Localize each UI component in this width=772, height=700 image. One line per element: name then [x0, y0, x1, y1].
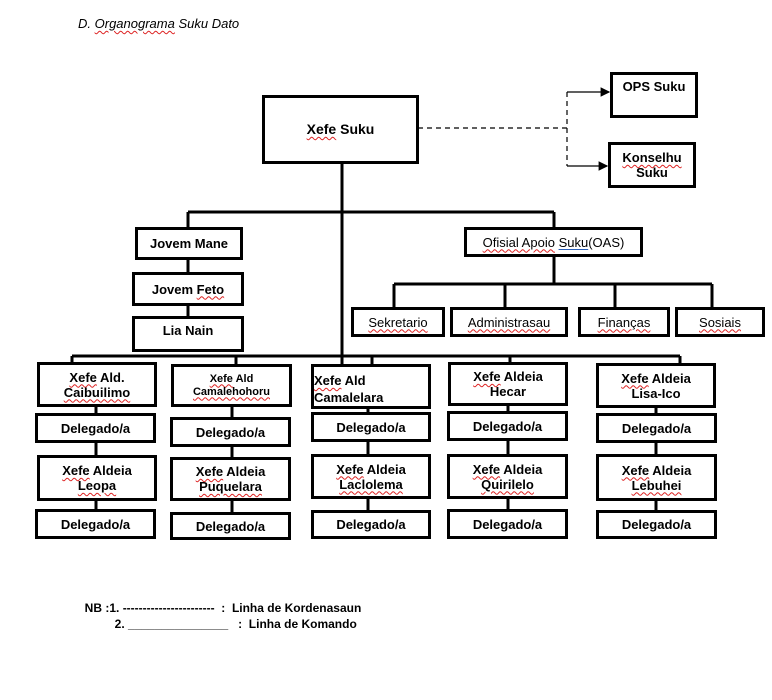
delegate-box: Delegado/a — [596, 413, 717, 443]
ops-suku-box: OPS Suku — [610, 72, 698, 118]
aldeia-head-box: Xefe Ald. Caibuilimo — [37, 362, 157, 407]
jovem-mane-box: Jovem Mane — [135, 227, 243, 260]
jovem-mane-label: Jovem Mane — [149, 236, 229, 251]
aldeia-sub-name: Quirilelo — [481, 476, 534, 492]
aldeia-sub-name: Lebuhei — [631, 477, 682, 493]
delegate-label: Delegado/a — [60, 420, 131, 436]
aldeia-sub-box: Xefe Aldeia Leopa — [37, 455, 157, 501]
konselhu-suku-box: Konselhu Suku — [608, 142, 696, 188]
legend-label: : Linha de Komando — [228, 617, 357, 631]
oas-unit-label: Finanças — [597, 314, 651, 330]
aldeia-head-name: Lisa-Ico — [631, 385, 681, 401]
aldeia-sub-box: Xefe Aldeia Lebuhei — [596, 454, 717, 501]
oas-box: Ofisial Apoio Suku(OAS) — [464, 227, 643, 257]
aldeia-sub-box: Xefe Aldeia Laclolema — [311, 454, 431, 499]
delegate-label: Delegado/a — [472, 418, 543, 434]
delegate-box: Delegado/a — [311, 412, 431, 442]
aldeia-head-name: Hecar — [489, 384, 527, 399]
delegate-label: Delegado/a — [336, 419, 406, 435]
delegate-label: Delegado/a — [621, 420, 692, 436]
aldeia-head-box: Xefe Aldeia Lisa-Ico — [596, 363, 716, 408]
legend-number: NB :1. — [84, 601, 123, 615]
delegate-box: Delegado/a — [596, 510, 717, 539]
oas-unit-label: Sosiais — [699, 314, 741, 330]
delegate-box: Delegado/a — [447, 411, 568, 441]
delegate-label: Delegado/a — [621, 517, 692, 532]
coordination-lines — [418, 87, 611, 171]
oas-unit-financas: Finanças — [578, 307, 670, 337]
xefe-suku-box: Xefe Suku — [262, 95, 419, 164]
delegate-box: Delegado/a — [35, 413, 156, 443]
legend-label: : Linha de Kordenasaun — [214, 601, 362, 615]
legend-dashed-sample: ----------------------- — [122, 601, 215, 615]
aldeia-sub-name: Puquelara — [199, 479, 262, 494]
aldeia-sub-name: Leopa — [77, 478, 117, 493]
konselhu-label-line2: Suku — [636, 165, 668, 180]
aldeia-sub-box: Xefe Aldeia Quirilelo — [447, 454, 568, 499]
delegate-label: Delegado/a — [60, 516, 131, 532]
delegate-box: Delegado/a — [35, 509, 156, 539]
oas-unit-administrasau: Administrasau — [450, 307, 568, 337]
aldeia-head-box: Xefe Ald Camalelara — [311, 364, 431, 409]
lia-nain-label: Lia Nain — [162, 323, 214, 338]
delegate-box: Delegado/a — [447, 509, 568, 539]
title-word: Organograma — [94, 16, 175, 31]
legend-number: 2. — [114, 617, 129, 631]
title-rest: Suku Dato — [174, 16, 240, 31]
title-prefix: D. — [78, 16, 95, 31]
delegate-label: Delegado/a — [336, 517, 406, 532]
ops-suku-label: OPS Suku — [622, 79, 686, 94]
aldeia-sub-box: Xefe Aldeia Puquelara — [170, 457, 291, 501]
aldeia-head-box: Xefe Ald Camalehohoru — [171, 364, 292, 407]
jovem-feto-box: Jovem Feto — [132, 272, 244, 306]
jovem-feto-label-part1: Jovem — [151, 281, 197, 297]
aldeia-sub-name: Laclolema — [339, 476, 403, 492]
oas-label-part4: (OAS) — [588, 234, 625, 250]
delegate-box: Delegado/a — [311, 510, 431, 539]
aldeia-head-name: Camalehohoru — [192, 385, 270, 398]
delegate-label: Delegado/a — [195, 424, 266, 440]
legend-coordination-line: NB :1. ----------------------- : Linha d… — [78, 587, 362, 615]
aldeia-head-box: Xefe Aldeia Hecar — [448, 362, 568, 406]
oas-unit-label: Administrasau — [467, 314, 551, 330]
head-label-part1: Xefe — [306, 121, 337, 137]
legend-solid-sample: _______________ — [128, 617, 229, 631]
lia-nain-box: Lia Nain — [132, 316, 244, 352]
head-label-part2: Suku — [336, 121, 375, 137]
delegate-label: Delegado/a — [195, 518, 266, 534]
document-title: D. Organograma Suku Dato — [78, 16, 239, 31]
oas-unit-label: Sekretario — [368, 314, 428, 330]
oas-unit-sekretario: Sekretario — [351, 307, 445, 337]
delegate-label: Delegado/a — [472, 516, 543, 532]
oas-unit-sosiais: Sosiais — [675, 307, 765, 337]
oas-label-part3: Suku — [558, 234, 589, 250]
oas-label-part1: Ofisial Apoio — [482, 234, 555, 250]
legend-command-line: 2. _______________ : Linha de Komando — [108, 603, 357, 631]
jovem-feto-label-part2: Feto — [196, 281, 225, 297]
aldeia-head-name: Caibuilimo — [63, 384, 131, 400]
delegate-box: Delegado/a — [170, 417, 291, 447]
aldeia-head-name: Camalelara — [314, 390, 384, 405]
delegate-box: Delegado/a — [170, 512, 291, 540]
konselhu-label-line1: Konselhu — [622, 150, 682, 165]
